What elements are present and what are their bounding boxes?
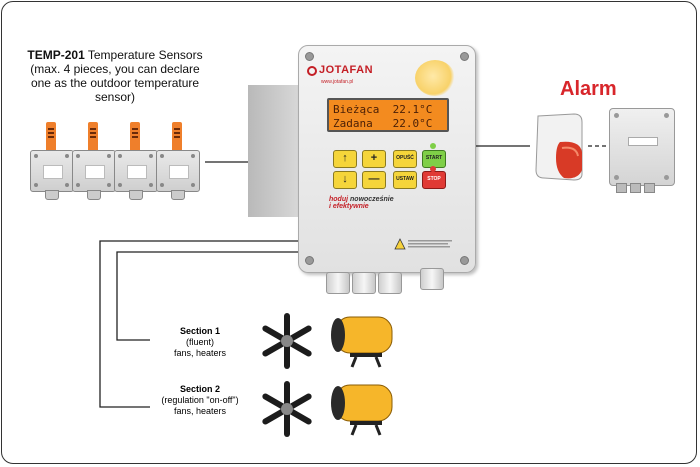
temperature-sensor-icon [30, 122, 74, 200]
ustaw-button[interactable]: USTAW [393, 171, 417, 189]
start-led-icon [430, 143, 436, 149]
temperature-sensor-icon [114, 122, 158, 200]
screw-icon [305, 256, 314, 265]
section2-devices: fans, heaters [173, 406, 227, 416]
warning-icon [394, 238, 406, 250]
section1-caption: Section 1 (fluent) fans, heaters [125, 326, 275, 359]
warning-label [394, 238, 452, 250]
screw-icon [460, 52, 469, 61]
display-line-setpoint: Zadana 22.0°C [333, 117, 433, 130]
cable-gland-icon [326, 272, 350, 294]
opusc-button[interactable]: OPUŚĆ [393, 150, 417, 168]
chick-icon [415, 60, 455, 96]
slogan-part3: i efektywnie [329, 203, 369, 210]
down-button[interactable]: ↓ [333, 171, 357, 189]
brand-url: www.jotafan.pl [321, 79, 354, 85]
sensor-description: Temperature Sensors (max. 4 pieces, you … [30, 48, 203, 104]
fan-icon [262, 313, 312, 369]
temperature-sensor-icon [156, 122, 200, 200]
section1-wire [116, 251, 320, 341]
section2-title: Section 2 [179, 384, 220, 394]
brand-logo-icon [307, 66, 317, 76]
section2-caption: Section 2 (regulation "on-off") fans, he… [125, 384, 275, 417]
controller-display: Bieżąca 22.1°C Zadana 22.0°C [327, 98, 449, 132]
stop-led-icon [430, 166, 436, 172]
alarm-title: Alarm [560, 78, 617, 100]
plus-button[interactable]: + [362, 150, 386, 168]
up-button[interactable]: ↑ [333, 150, 357, 168]
brand-name: JOTAFAN [319, 64, 374, 76]
section1-devices: fans, heaters [173, 348, 227, 358]
section2-wire [99, 240, 320, 408]
controller: JOTAFAN www.jotafan.pl Bieżąca 22.1°C Za… [298, 45, 476, 273]
cable-gland-icon [352, 272, 376, 294]
slogan: hoduj nowocześnie i efektywnie [329, 196, 394, 210]
alarm-module-icon [609, 108, 675, 193]
screw-icon [460, 256, 469, 265]
cable-gland-icon [378, 272, 402, 294]
stop-button[interactable]: STOP [422, 171, 446, 189]
section2-mode: (regulation "on-off") [161, 395, 239, 405]
minus-button[interactable]: — [362, 171, 386, 189]
section1-title: Section 1 [179, 326, 220, 336]
screw-icon [305, 52, 314, 61]
slogan-part1: hoduj [329, 196, 349, 203]
heater-icon [331, 316, 393, 368]
sensor-model: TEMP-201 [27, 48, 85, 62]
slogan-part2: nowocześnie [350, 196, 394, 203]
display-line-current: Bieżąca 22.1°C [333, 103, 433, 116]
cable-gland-icon [420, 268, 444, 290]
siren-icon [535, 113, 583, 181]
section1-mode: (fluent) [185, 337, 214, 347]
fan-icon [262, 381, 312, 437]
sensor-caption: TEMP-201 Temperature Sensors (max. 4 pie… [20, 48, 210, 104]
heater-icon [331, 384, 393, 436]
temperature-sensor-icon [72, 122, 116, 200]
